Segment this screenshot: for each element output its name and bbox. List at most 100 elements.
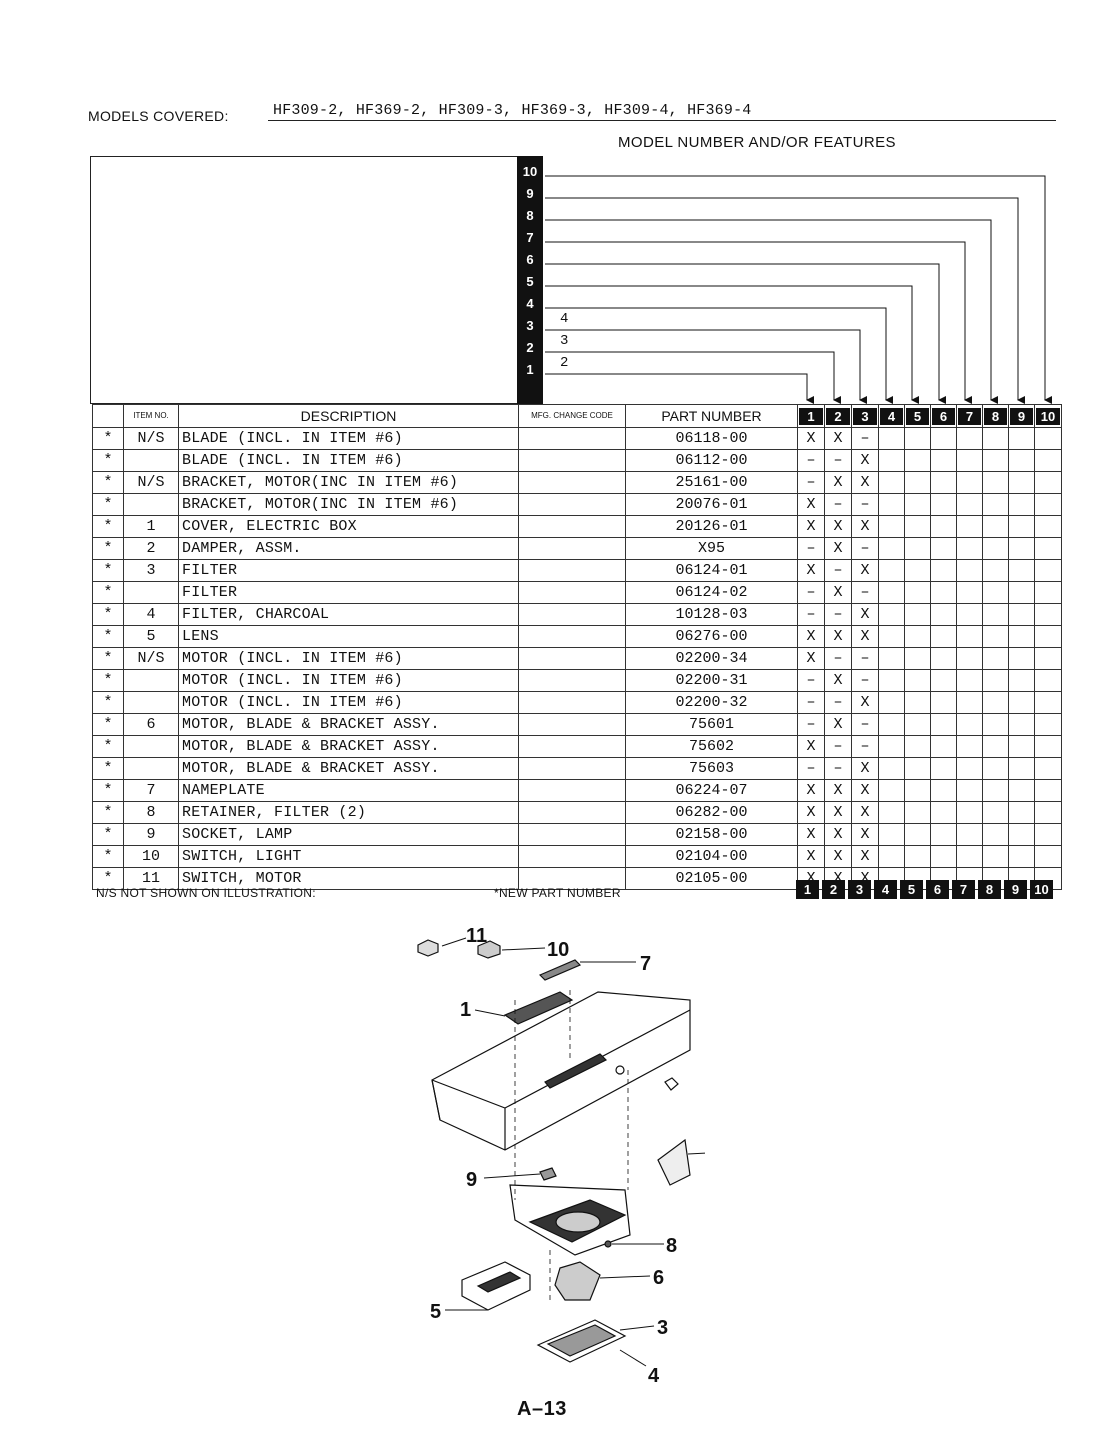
- row-description: SWITCH, MOTOR: [178, 867, 519, 890]
- row-model-1: –: [797, 449, 825, 472]
- upper-blank-box: [90, 156, 518, 404]
- row-model-4: [878, 735, 905, 758]
- row-model-10: [1034, 757, 1062, 780]
- row-model-1: X: [797, 779, 825, 802]
- callout-10: 10: [547, 939, 569, 961]
- row-model-4: [878, 757, 905, 780]
- row-model-2: X: [824, 801, 852, 824]
- row-model-10: [1034, 471, 1062, 494]
- item-no-header: ITEM NO.: [123, 404, 179, 428]
- row-model-8: [982, 471, 1009, 494]
- row-model-3: –: [851, 735, 879, 758]
- row-description: BLADE (INCL. IN ITEM #6): [178, 427, 519, 450]
- row-model-2: –: [824, 559, 852, 582]
- row-mfg-change-code: [518, 427, 626, 450]
- row-model-1: X: [797, 493, 825, 516]
- row-model-3: X: [851, 757, 879, 780]
- table-header-row: ITEM NO. DESCRIPTION MFG. CHANGE CODE PA…: [92, 404, 1062, 428]
- bar-number-3: 3: [526, 318, 534, 333]
- leader-line-7: [545, 241, 972, 404]
- row-description: SOCKET, LAMP: [178, 823, 519, 846]
- row-model-7: [956, 537, 983, 560]
- row-model-8: [982, 427, 1009, 450]
- row-model-2: X: [824, 427, 852, 450]
- row-model-1: –: [797, 691, 825, 714]
- row-model-9: [1008, 757, 1035, 780]
- row-model-8: [982, 713, 1009, 736]
- row-model-2: –: [824, 603, 852, 626]
- row-model-1: X: [797, 823, 825, 846]
- row-model-1: X: [797, 845, 825, 868]
- row-model-5: [904, 647, 931, 670]
- row-model-7: [956, 735, 983, 758]
- row-description: FILTER: [178, 581, 519, 604]
- row-item-no: 10: [123, 845, 179, 868]
- row-model-9: [1008, 559, 1035, 582]
- row-model-2: X: [824, 669, 852, 692]
- row-model-6: [930, 713, 957, 736]
- footer-column-numbers: 1 2 3 4 5 6 7 8 9 10: [796, 880, 1056, 899]
- row-model-6: [930, 757, 957, 780]
- row-model-6: [930, 845, 957, 868]
- row-part-number: 02158-00: [625, 823, 798, 846]
- row-model-1: –: [797, 757, 825, 780]
- row-model-8: [982, 625, 1009, 648]
- row-model-4: [878, 581, 905, 604]
- models-covered-label: MODELS COVERED:: [88, 108, 229, 124]
- row-model-4: [878, 449, 905, 472]
- row-model-5: [904, 449, 931, 472]
- row-star: *: [92, 823, 124, 846]
- bar-number-10: 10: [522, 164, 538, 179]
- model-number-bar: 10 9 8 7 6 5 4 3 2 1: [517, 156, 543, 404]
- footer-column-10: 10: [1030, 880, 1053, 899]
- sub-number-3: 3: [560, 333, 569, 349]
- row-model-1: –: [797, 713, 825, 736]
- model-column-header-10: 10: [1034, 404, 1062, 428]
- row-model-8: [982, 757, 1009, 780]
- row-model-6: [930, 625, 957, 648]
- row-model-9: [1008, 449, 1035, 472]
- row-model-5: [904, 735, 931, 758]
- row-model-10: [1034, 603, 1062, 626]
- row-model-2: X: [824, 471, 852, 494]
- row-star: *: [92, 537, 124, 560]
- nameplate-part: [538, 959, 582, 981]
- row-model-6: [930, 801, 957, 824]
- row-model-3: X: [851, 471, 879, 494]
- table-row: *MOTOR, BLADE & BRACKET ASSY.75603––X: [92, 757, 1062, 780]
- row-star: *: [92, 669, 124, 692]
- footer-column-2: 2: [822, 880, 845, 899]
- row-part-number: 02104-00: [625, 845, 798, 868]
- row-model-3: X: [851, 603, 879, 626]
- row-model-8: [982, 779, 1009, 802]
- row-model-6: [930, 559, 957, 582]
- row-model-2: X: [824, 823, 852, 846]
- row-model-7: [956, 471, 983, 494]
- row-model-2: –: [824, 493, 852, 516]
- row-model-2: –: [824, 691, 852, 714]
- row-part-number: 06118-00: [625, 427, 798, 450]
- row-model-5: [904, 537, 931, 560]
- row-model-4: [878, 647, 905, 670]
- row-model-6: [930, 537, 957, 560]
- row-model-3: –: [851, 493, 879, 516]
- row-part-number: 10128-03: [625, 603, 798, 626]
- row-model-9: [1008, 669, 1035, 692]
- row-model-1: X: [797, 559, 825, 582]
- row-model-3: X: [851, 845, 879, 868]
- row-item-no: [123, 581, 179, 604]
- row-mfg-change-code: [518, 735, 626, 758]
- row-model-6: [930, 647, 957, 670]
- row-model-3: X: [851, 691, 879, 714]
- callout-3: 3: [657, 1317, 668, 1339]
- row-description: RETAINER, FILTER (2): [178, 801, 519, 824]
- row-item-no: N/S: [123, 427, 179, 450]
- row-description: LENS: [178, 625, 519, 648]
- row-model-8: [982, 735, 1009, 758]
